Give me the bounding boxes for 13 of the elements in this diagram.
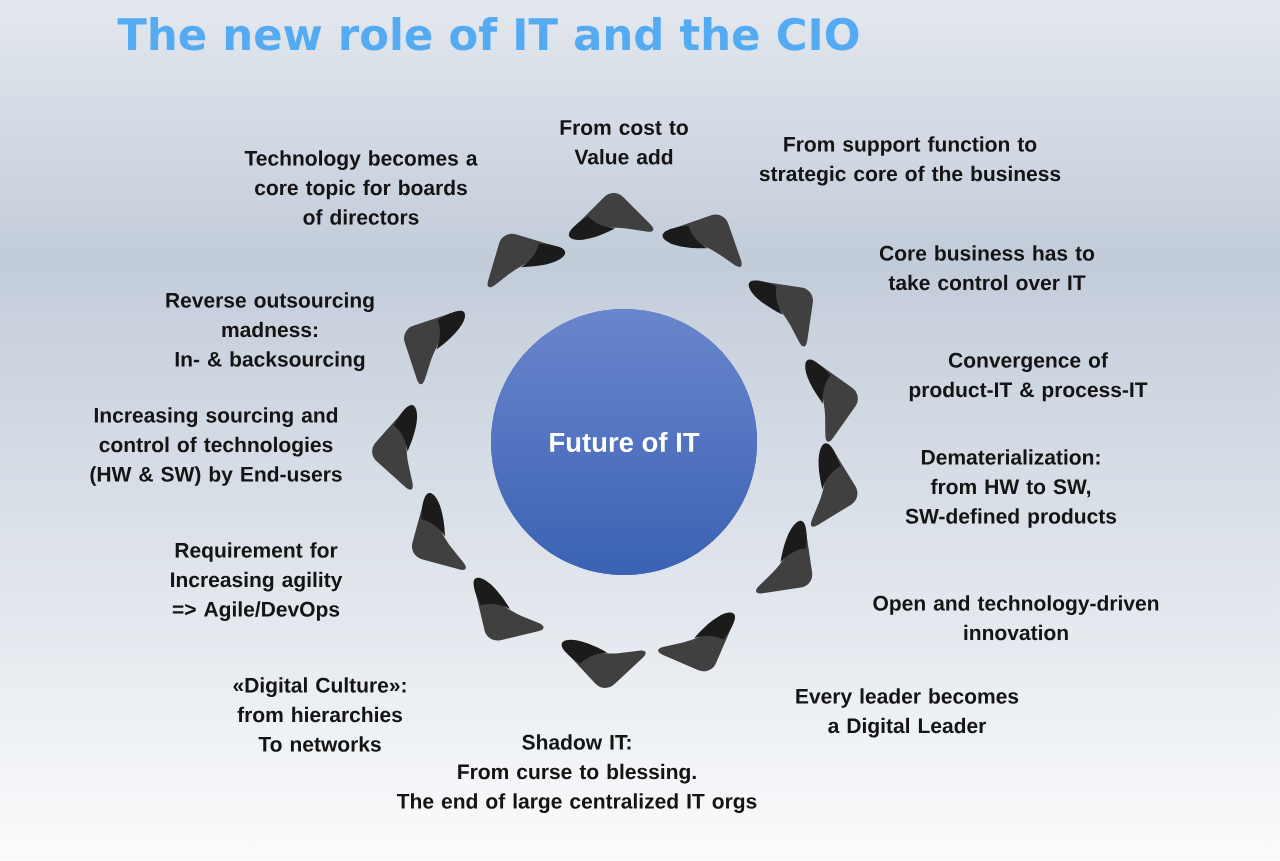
topic-text: Convergence of product-IT & process-IT	[909, 352, 1148, 402]
topic-text: Core business has to take control over IT	[879, 245, 1095, 291]
topic-text: Every leader becomes a Digital Leader	[796, 688, 1019, 738]
topic-text: Open and technology-driven innovation	[873, 595, 1159, 641]
topic-text: Technology becomes a core topic for boards of directors	[244, 150, 478, 225]
topic-text: Reverse outsourcing madness: In- & backsourcing	[166, 292, 374, 371]
title: The new role of IT and the CIO	[117, 17, 859, 51]
topic-text: From support function to strategic core of the business	[759, 136, 1061, 186]
topic-text: Requirement for Increasing agility => Agile/DevOps	[171, 542, 343, 621]
center-label: Future of IT	[550, 431, 700, 453]
topic-text: Increasing sourcing and control of technologies (HW & SW) by End-users	[90, 407, 342, 486]
topic-text: From cost to Value add	[560, 120, 688, 165]
topic-text: Dematerialization: from HW to SW, SW-defined products	[905, 449, 1117, 528]
